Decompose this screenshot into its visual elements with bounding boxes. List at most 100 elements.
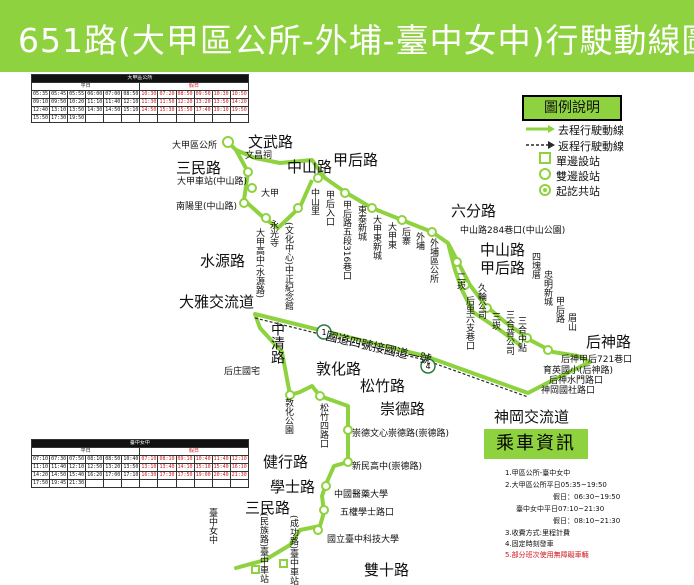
info-line-3: 假日：06:30~19:50 bbox=[553, 493, 621, 501]
info-line-5: 假日：08:10~21:30 bbox=[553, 517, 621, 525]
stop-label-jiuhu: 久輪公司 bbox=[476, 283, 486, 319]
stop-label-dongtai: 東泰新城 bbox=[356, 205, 366, 241]
info-line-2: 2.大甲區公所平日05:35~19:50 bbox=[505, 481, 607, 489]
stop-marker bbox=[315, 391, 325, 401]
stop-label-chongde-edu: 崇德文心崇德路(崇德路) bbox=[352, 429, 450, 439]
stop-label-housai: 后寨 bbox=[400, 227, 410, 245]
legend-single-stop-label: 單邊設站 bbox=[556, 155, 600, 168]
stop-label-culture: (文化中心)中正紀念館 bbox=[283, 222, 293, 311]
stop-label-waipu: 外埔 bbox=[414, 232, 424, 250]
road-label-jiahou-2: 甲后路 bbox=[480, 259, 526, 277]
stop-label-temple: 文昌祠 bbox=[245, 151, 273, 161]
stop-marker bbox=[261, 213, 271, 223]
legend-inbound-arrow-icon bbox=[526, 141, 555, 149]
legend-inbound-label: 返程行駛動線 bbox=[558, 140, 624, 153]
svg-text:4: 4 bbox=[425, 362, 430, 371]
freeway-badge-1: 1 bbox=[316, 324, 332, 340]
stop-marker bbox=[247, 183, 257, 193]
stop-label-dajia: 大甲 bbox=[261, 189, 280, 199]
stop-marker bbox=[397, 215, 407, 225]
stop-label-songzhu4: 松竹四路口 bbox=[318, 403, 328, 448]
stop-marker bbox=[522, 333, 532, 343]
stop-marker bbox=[243, 167, 253, 177]
info-line-4: 臺中女中平日07:10~21:30 bbox=[516, 505, 605, 513]
road-label-shengang: 神岡交流道 bbox=[494, 408, 570, 426]
info-line-7: 4.固定時刻發車 bbox=[505, 540, 554, 548]
stop-marker bbox=[319, 505, 329, 515]
info-title: 乘車資訊 bbox=[484, 429, 588, 459]
legend-title: 圖例說明 bbox=[522, 95, 622, 121]
stop-label-zhongming: 忠明新城 bbox=[542, 270, 552, 306]
road-label-jianxing: 健行路 bbox=[263, 453, 309, 471]
stop-marker bbox=[460, 280, 470, 290]
road-label-chongde: 崇德路 bbox=[380, 400, 426, 418]
stop-label-houzhuang: 后庄國宅 bbox=[224, 367, 261, 377]
stop-marker bbox=[482, 303, 492, 313]
stop-label-girls: 臺中女中 bbox=[207, 508, 217, 544]
stop-label-yuying: 育英國小(后神路) bbox=[543, 366, 614, 376]
road-label-houshen: 后神路 bbox=[586, 333, 632, 351]
road-label-daya: 大雅交流道 bbox=[179, 293, 255, 311]
stop-label-lane721: 后神甲后721巷口 bbox=[561, 355, 633, 365]
page-title: 651路(大甲區公所-外埔-臺中女中)行駛動線圖 bbox=[18, 21, 694, 60]
stop-label-lane284: 中山路284巷口(中山公園) bbox=[460, 226, 566, 236]
stop-label-shenshui: 后神水門路口 bbox=[549, 376, 604, 386]
single-stop-marker bbox=[251, 565, 260, 574]
stop-label-chenggong: (成功路)臺中車站 bbox=[288, 515, 298, 585]
stop-marker bbox=[343, 425, 353, 435]
stop-label-ntust: 國立臺中科技大學 bbox=[327, 535, 400, 545]
stop-label-dajia-e: 大甲東 bbox=[386, 222, 396, 249]
single-stop-marker bbox=[279, 559, 288, 568]
stop-label-dajia-east: 大甲東新城 bbox=[371, 215, 381, 260]
stop-label-medical: 中國醫藥大學 bbox=[334, 490, 389, 500]
stop-label-zhongshanli: 中山里 bbox=[309, 188, 319, 215]
legend-terminal-icon-inner bbox=[543, 188, 547, 192]
stop-marker bbox=[321, 481, 331, 491]
road-label-liufen: 六分路 bbox=[451, 202, 497, 220]
info-line-8: 5.部分班次使用無障礙車輛 bbox=[505, 551, 589, 559]
stop-label-dunhua-park: 敦化公園 bbox=[283, 398, 293, 434]
stop-label-erkan: 二崁 bbox=[455, 272, 465, 290]
svg-text:1: 1 bbox=[321, 328, 326, 337]
road-label-zhongshan-2: 中山路 bbox=[480, 241, 526, 259]
stop-marker bbox=[313, 525, 323, 535]
stop-label-wuquan: 五權學士路口 bbox=[340, 508, 395, 518]
stop-label-shenxi: 神岡國社路口 bbox=[541, 386, 596, 396]
freeway-badge-4: 4 bbox=[420, 358, 436, 374]
road-label-dunhua: 敦化路 bbox=[316, 360, 362, 378]
stop-label-sankan: 三崁 bbox=[490, 312, 500, 330]
stop-label-dajia-hs: 大甲高中(水源路) bbox=[254, 228, 264, 299]
road-label-songzhu: 松竹路 bbox=[360, 377, 406, 395]
road-label-shuangshi: 雙十路 bbox=[364, 561, 410, 579]
stop-label-shenshan: 眉山 bbox=[566, 313, 576, 331]
stop-marker bbox=[293, 203, 303, 213]
road-label-wenwu: 文武路 bbox=[248, 133, 294, 151]
legend-outbound-label: 去程行駛動線 bbox=[558, 124, 624, 137]
stop-label-houli6: 后里六支巷口 bbox=[464, 296, 474, 350]
stop-label-xinmin: 新民高中(崇德路) bbox=[352, 462, 423, 472]
road-label-sanmin-2: 三民路 bbox=[245, 499, 291, 517]
stop-marker bbox=[343, 457, 353, 467]
road-label-zhongqing: 中清路 bbox=[269, 322, 285, 364]
stop-markers bbox=[222, 136, 553, 535]
legend-double-stop-icon bbox=[539, 168, 551, 180]
legend-double-stop-label: 雙邊設站 bbox=[556, 170, 600, 183]
legend-terminal-label: 起訖共站 bbox=[556, 185, 600, 198]
stop-label-jiajia: 甲后入口 bbox=[324, 190, 334, 226]
schedule-time-cell bbox=[229, 114, 249, 123]
stop-label-sanhe: 三合普公司 bbox=[504, 310, 514, 355]
stop-label-station: 大甲車站(中山路) bbox=[177, 177, 248, 187]
stop-label-sikuai: 四塊厝 bbox=[530, 252, 540, 279]
info-line-1: 1.甲區公所-臺中女中 bbox=[505, 469, 571, 477]
stop-marker bbox=[313, 173, 323, 183]
stop-marker bbox=[452, 257, 462, 267]
stop-label-sanhe2: 三合中點 bbox=[516, 316, 526, 352]
stop-marker bbox=[239, 198, 249, 208]
info-line-6: 3.收費方式:里程計費 bbox=[505, 529, 571, 537]
stop-label-office: 大甲區公所 bbox=[172, 141, 218, 151]
stop-label-jiahou5: 甲后路五段316巷口 bbox=[341, 200, 351, 281]
title-banner: 651路(大甲區公所-外埔-臺中女中)行駛動線圖 bbox=[0, 0, 694, 72]
